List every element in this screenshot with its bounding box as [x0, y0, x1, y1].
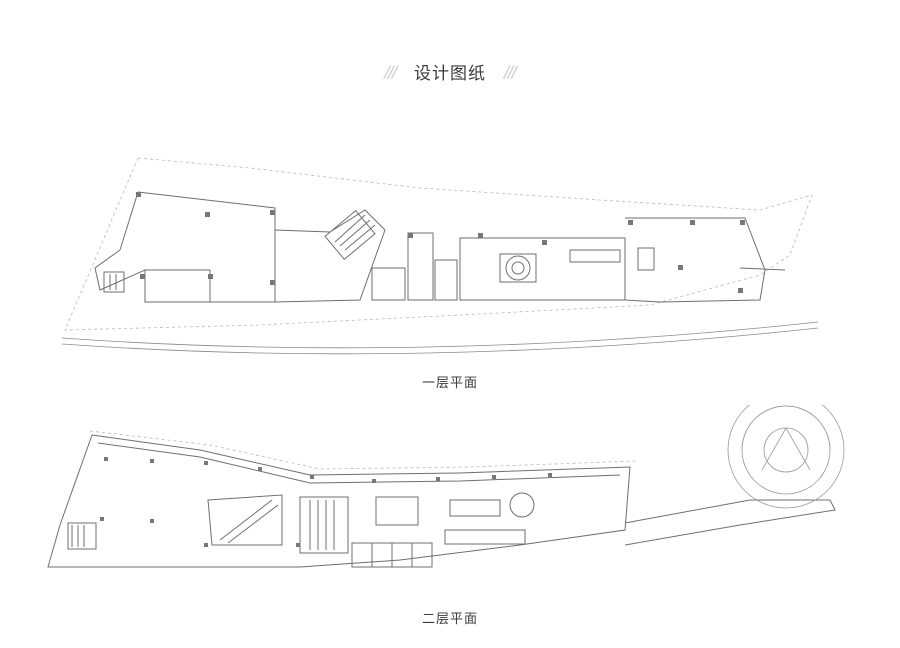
- second-floor-drawing: [47, 405, 845, 568]
- spiral-tower: [727, 405, 845, 509]
- road-curve: [61, 321, 819, 355]
- building-walls: [47, 434, 836, 568]
- roof-edge: [89, 430, 637, 470]
- structural-columns: [100, 457, 552, 547]
- second-floor-plan: [0, 405, 900, 577]
- first-floor-caption: 一层平面: [421, 376, 478, 391]
- first-floor-plan: [0, 150, 900, 355]
- structural-columns: [136, 192, 745, 293]
- building-walls: [94, 191, 786, 303]
- second-floor-caption: 二层平面: [421, 612, 478, 627]
- site-boundary: [64, 157, 813, 331]
- first-floor-drawing: [61, 157, 819, 355]
- left-ornament: ///: [384, 61, 397, 81]
- right-ornament: ///: [504, 61, 517, 81]
- page-title: 设计图纸: [414, 63, 486, 84]
- page-header: /// 设计图纸 ///: [0, 56, 900, 86]
